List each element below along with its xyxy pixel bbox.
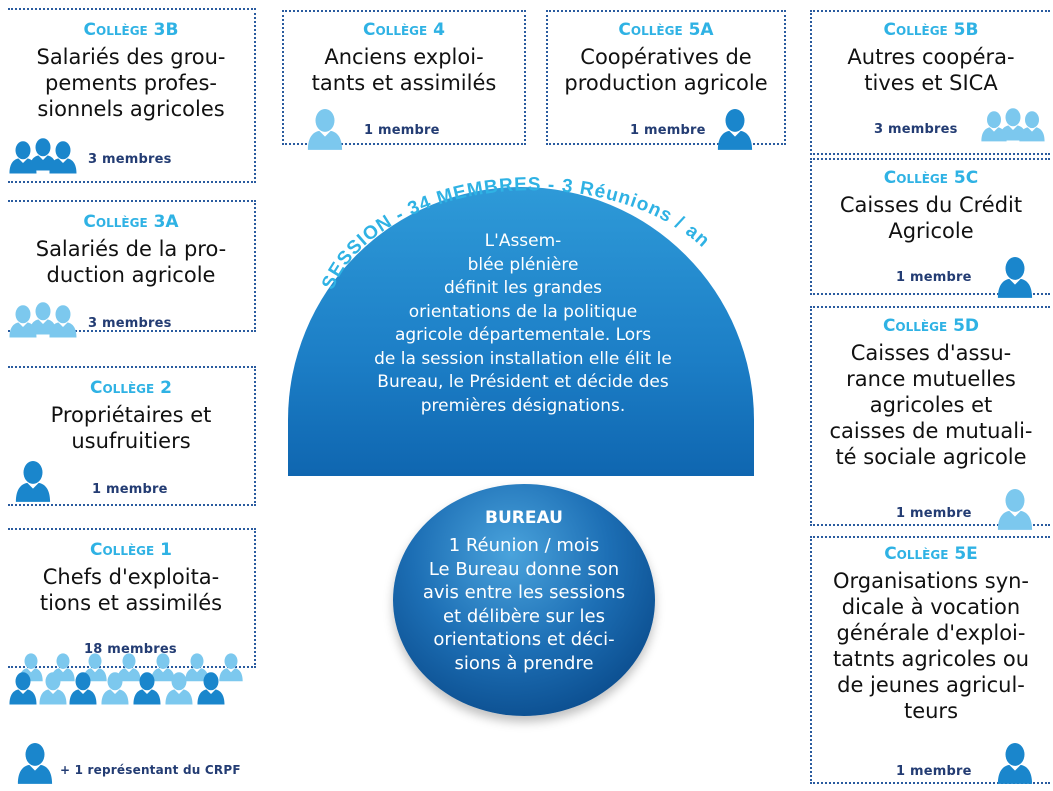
college-1-title: Collège 1 [90, 540, 172, 560]
college-5e-card: Collège 5E Organisations syn-dicale à vo… [810, 536, 1050, 784]
college-5b-members: 3 membres [874, 122, 958, 137]
college-5d-members: 1 membre [896, 506, 972, 521]
college-4-description: Anciens exploi-tants et assimilés [311, 45, 497, 95]
college-2-members: 1 membre [92, 482, 168, 497]
college-3b-card: Collège 3B Salariés des grou-pements pro… [8, 8, 256, 183]
college-5a-title: Collège 5A [618, 20, 714, 40]
crpf-representative: + 1 représentant du CRPF [60, 763, 241, 777]
bureau-title: BUREAU [485, 508, 563, 528]
college-4-members: 1 membre [364, 123, 440, 138]
college-5c-members: 1 membre [896, 270, 972, 285]
college-5e-title: Collège 5E [884, 544, 978, 564]
college-3a-members: 3 membres [88, 316, 172, 331]
bureau-description: 1 Réunion / mois Le Bureau donne son avi… [422, 535, 626, 674]
bureau-circle: BUREAU 1 Réunion / mois Le Bureau donne … [393, 484, 655, 716]
college-3b-title: Collège 3B [83, 20, 179, 40]
college-5b-description: Autres coopéra-tives et SICA [847, 45, 1015, 95]
college-5b-title: Collège 5B [883, 20, 979, 40]
college-2-title: Collège 2 [90, 378, 172, 398]
session-description: L'Assem- blée plénière définit les grand… [374, 231, 672, 416]
college-5e-members: 1 membre [896, 764, 972, 779]
college-3b-description: Salariés des grou-pements profes-sionnel… [36, 45, 226, 121]
college-3a-description: Salariés de la pro-duction agricole [35, 237, 227, 287]
college-4-card: Collège 4 Anciens exploi-tants et assimi… [282, 10, 526, 145]
college-5c-title: Collège 5C [883, 168, 979, 188]
college-5b-card: Collège 5B Autres coopéra-tives et SICA … [810, 10, 1050, 155]
college-3a-title: Collège 3A [83, 212, 179, 232]
college-4-title: Collège 4 [363, 20, 445, 40]
college-3b-members: 3 membres [88, 152, 172, 167]
college-5a-members: 1 membre [630, 123, 706, 138]
college-5d-title: Collège 5D [882, 316, 980, 336]
college-1-members: 18 membres [84, 642, 177, 657]
college-1-card: Collège 1 Chefs d'exploita-tions et assi… [8, 528, 256, 668]
college-1-description: Chefs d'exploita-tions et assimilés [39, 565, 223, 615]
college-3a-card: Collège 3A Salariés de la pro-duction ag… [8, 200, 256, 332]
college-5d-card: Collège 5D Caisses d'assu-rance mutuelle… [810, 306, 1050, 526]
